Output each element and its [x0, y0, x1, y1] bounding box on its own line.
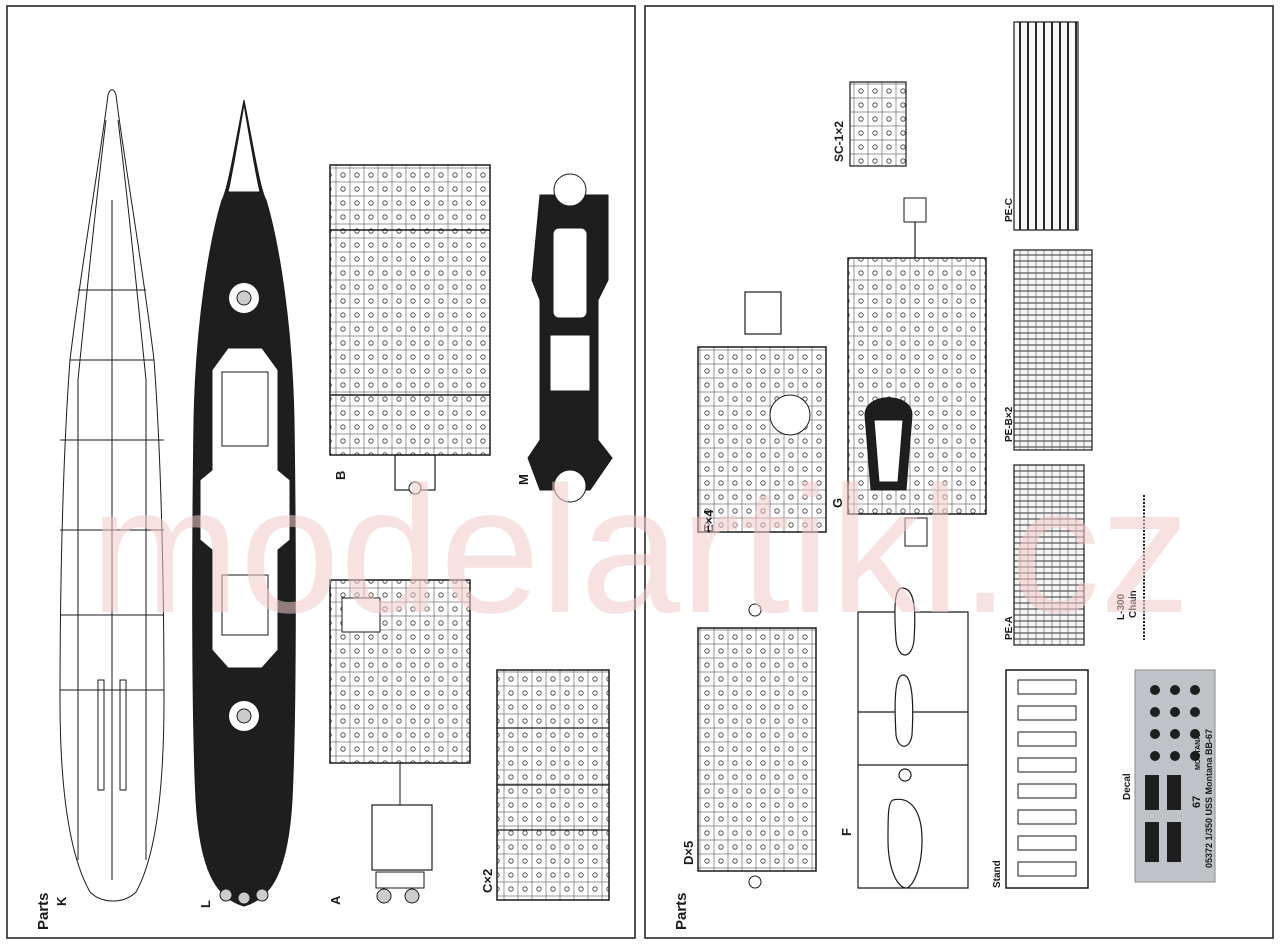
- decal-sheet: 67 MONTANA 05372 1/350 USS Montana BB-67: [1134, 669, 1216, 883]
- pe-c-fret: [1013, 21, 1079, 231]
- sprue-a-label: A: [328, 895, 343, 905]
- right-page-frame: [644, 5, 1274, 939]
- pe-b-fret: [1013, 249, 1093, 451]
- sprue-e-label: E×4: [701, 509, 716, 533]
- left-page-frame: [6, 5, 636, 939]
- sprue-b-drawing: [329, 164, 491, 495]
- sprue-sc-drawing: [849, 81, 907, 167]
- stand-drawing: [1005, 669, 1089, 889]
- sprue-sc-label: SC-1×2: [832, 121, 846, 162]
- deck-l-label: L: [198, 900, 213, 908]
- sprue-m-label: M: [516, 474, 531, 485]
- hull-k-label: K: [54, 896, 69, 906]
- pe-a-label: PE-A: [1004, 616, 1015, 640]
- sprue-f-drawing: [857, 587, 969, 889]
- sprue-m-drawing: [527, 173, 613, 503]
- sprue-f-label: F: [839, 828, 854, 836]
- decal-hull-number: 67: [1191, 796, 1203, 808]
- sprue-b-label: B: [333, 471, 348, 480]
- pe-a-fret: [1013, 464, 1085, 646]
- pe-b-label: PE-B×2: [1004, 406, 1015, 442]
- hull-k-drawing: [59, 89, 165, 902]
- pe-c-label: PE-C: [1004, 198, 1015, 222]
- chain-code-label: L-300: [1116, 593, 1127, 620]
- decal-banner: MONTANA: [1195, 735, 1202, 770]
- sprue-g-label: G: [830, 498, 845, 508]
- watermark: modelartikl.cz: [90, 450, 1190, 651]
- decal-label: Decal: [1122, 773, 1133, 800]
- deck-l-drawing: [192, 99, 296, 907]
- sprue-a-drawing: [329, 579, 471, 904]
- stand-label: Stand: [992, 860, 1003, 888]
- decal-caption: 05372 1/350 USS Montana BB-67: [1204, 729, 1214, 868]
- sprue-c-drawing: [496, 669, 610, 901]
- sprue-e-drawing: [697, 291, 827, 533]
- sprue-g-drawing: [847, 197, 987, 547]
- parts-title-right: Parts: [673, 892, 690, 930]
- sprue-c-label: C×2: [480, 869, 495, 893]
- chain-text-label: Chain: [1128, 590, 1139, 618]
- sprue-d-label: D×5: [681, 841, 696, 865]
- sprue-d-drawing: [697, 603, 817, 889]
- parts-title-left: Parts: [35, 892, 52, 930]
